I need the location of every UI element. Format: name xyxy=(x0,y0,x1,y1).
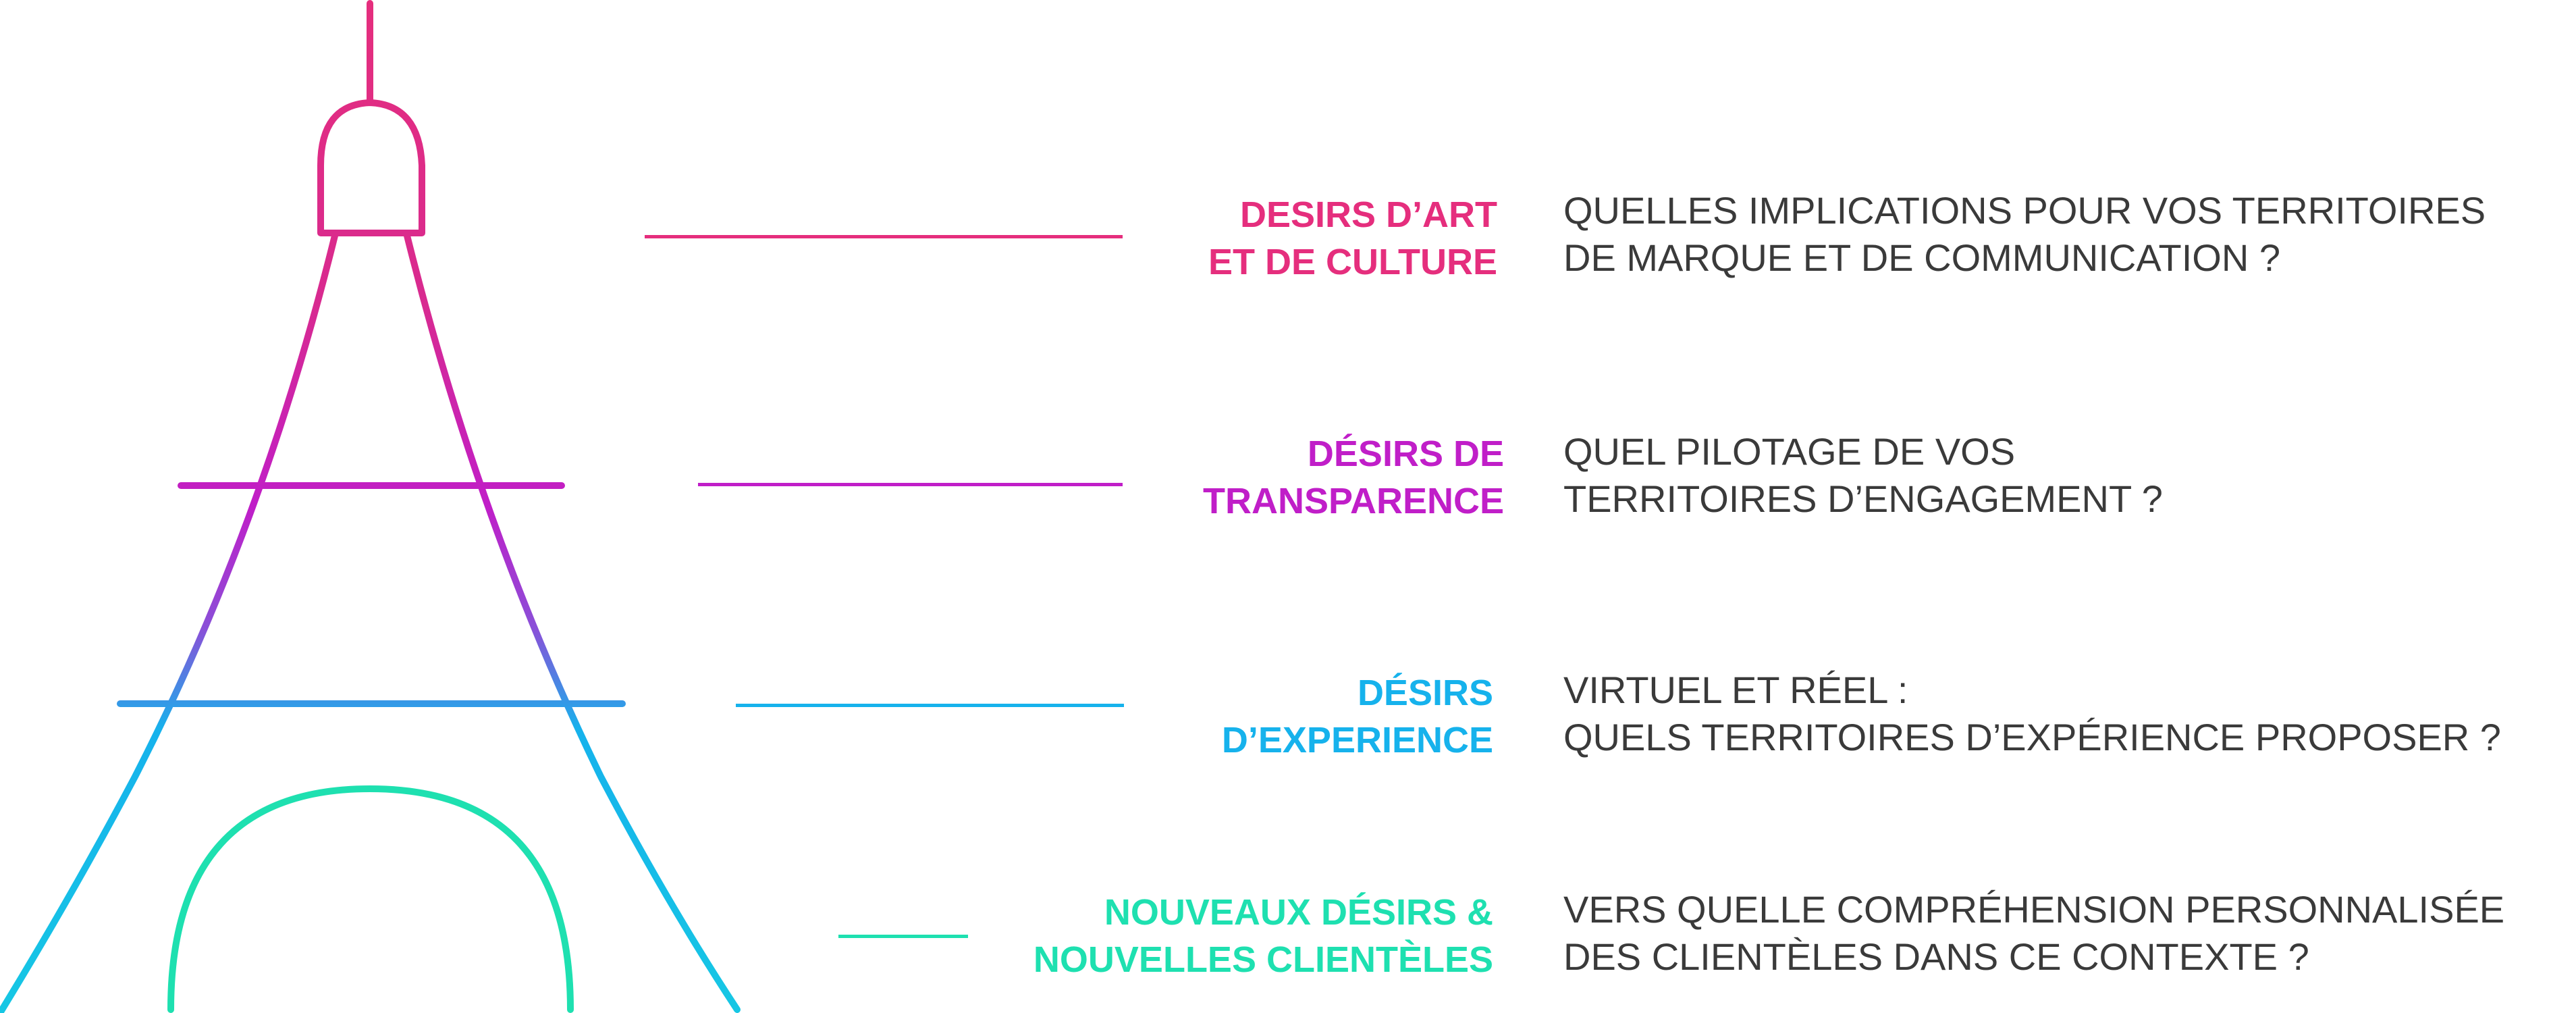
question-nouvelles-clienteles: VERS QUELLE COMPRÉHENSION PERSONNALISÉE … xyxy=(1563,888,2505,978)
connector-line-experience xyxy=(736,704,1124,707)
connector-line-newclients xyxy=(838,935,968,938)
question-art-culture: QUELLES IMPLICATIONS POUR VOS TERRITOIRE… xyxy=(1563,189,2486,279)
question-experience: VIRTUEL ET RÉEL : QUELS TERRITOIRES D’EX… xyxy=(1563,669,2501,758)
eiffel-tower-icon xyxy=(0,0,741,1013)
connector-line-transparency xyxy=(698,483,1123,486)
label-desirs-transparence: DÉSIRS DE TRANSPARENCE xyxy=(1202,434,1504,521)
label-desirs-experience: DÉSIRS D’EXPERIENCE xyxy=(1221,673,1493,760)
tower-right-leg xyxy=(403,230,741,1013)
label-nouveaux-desirs-clienteles: NOUVEAUX DÉSIRS & NOUVELLES CLIENTÈLES xyxy=(1033,892,1493,980)
tower-arch xyxy=(167,785,574,1013)
question-transparence: QUEL PILOTAGE DE VOS TERRITOIRES D’ENGAG… xyxy=(1563,430,2163,520)
label-desirs-art-culture: DESIRS D’ART ET DE CULTURE xyxy=(1208,194,1497,282)
connector-line-art xyxy=(645,235,1123,238)
tower-top-cap xyxy=(317,99,425,236)
tower-left-leg xyxy=(0,230,339,1013)
